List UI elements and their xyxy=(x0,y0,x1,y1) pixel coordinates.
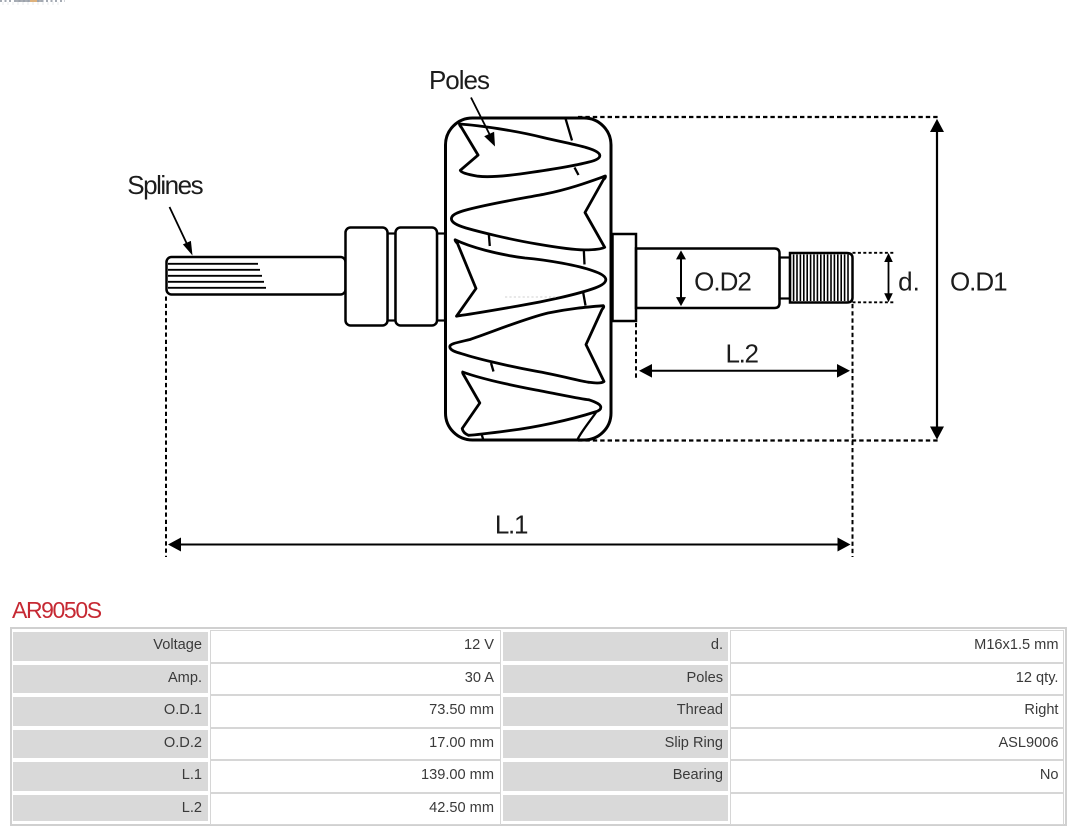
svg-text:Splines: Splines xyxy=(127,170,203,200)
svg-text:O.D2: O.D2 xyxy=(694,267,751,297)
svg-text:Poles: Poles xyxy=(429,65,490,95)
svg-text:O.D1: O.D1 xyxy=(950,267,1007,297)
svg-text:L.1: L.1 xyxy=(495,510,528,540)
svg-text:d.: d. xyxy=(898,267,920,297)
svg-text:L.2: L.2 xyxy=(725,339,758,369)
